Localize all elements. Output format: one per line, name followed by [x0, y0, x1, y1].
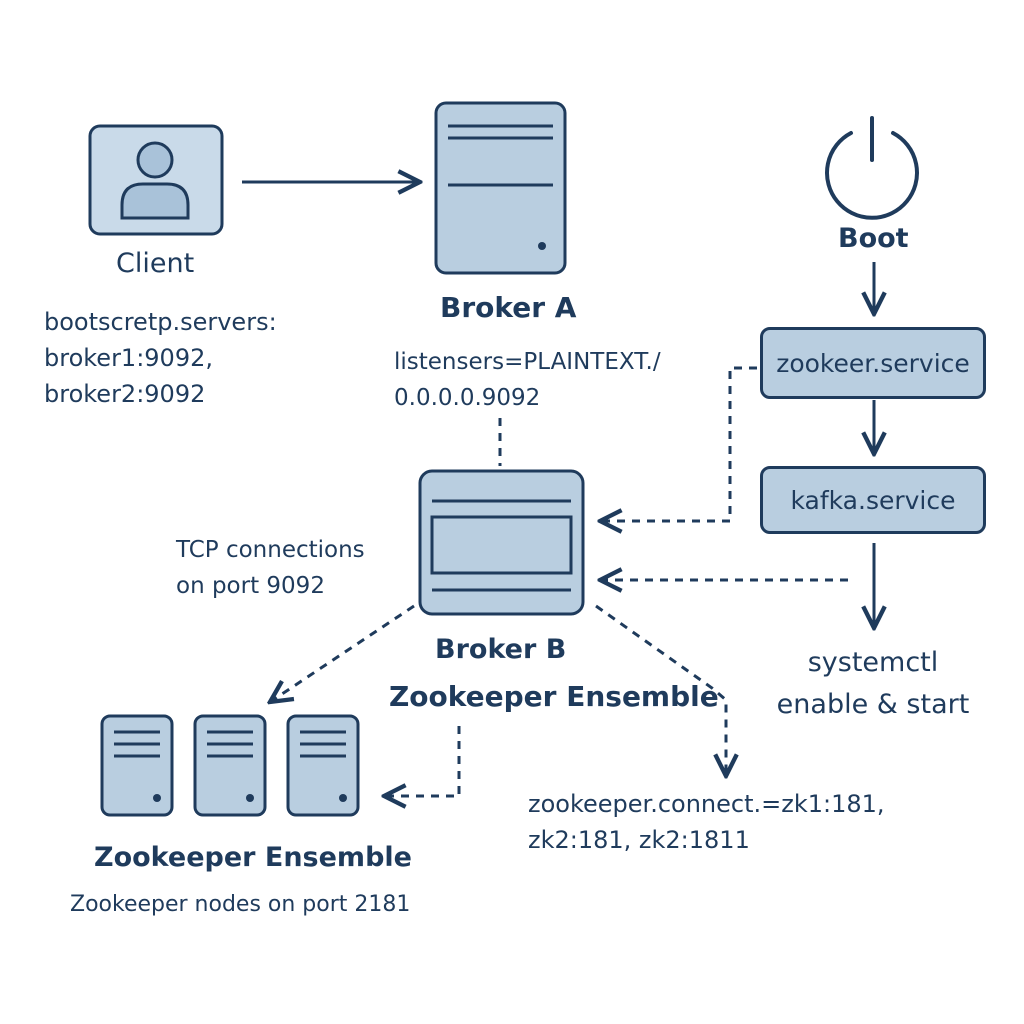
broker-a-label: Broker A [440, 291, 577, 324]
tcp-note-line: on port 9092 [176, 573, 325, 599]
kafka-service-box[interactable]: kafka.service [760, 466, 986, 534]
broker-b-to-zk-connect-link [595, 604, 726, 776]
broker-b-label: Broker B [435, 634, 567, 665]
broker-a-config: listensers=PLAINTEXT./ 0.0.0.0.9092 [394, 344, 661, 416]
systemctl-line: enable & start [776, 689, 970, 720]
power-icon[interactable] [825, 116, 919, 220]
zookeeper-nodes [100, 714, 360, 817]
broker-a-server-icon[interactable] [434, 101, 567, 275]
ensemble-to-nodes-link [384, 726, 461, 796]
zk-connect-config: zookeeper.connect.=zk1:181, zk2:181, zk2… [528, 786, 885, 858]
tcp-note-line: TCP connections [176, 537, 365, 563]
systemctl-line: systemctl [807, 647, 939, 678]
zookeeper-node-icon[interactable] [286, 714, 360, 817]
zk-connect-line: zookeeper.connect.=zk1:181, [528, 790, 885, 818]
zk-connect-line: zk2:181, zk2:1811 [528, 826, 750, 854]
client-config-line: bootscretp.servers: [44, 308, 277, 336]
systemctl-label: systemctl enable & start [768, 642, 978, 726]
zookeeper-node-icon[interactable] [100, 714, 174, 817]
zookeeper-node-icon[interactable] [193, 714, 267, 817]
zookeeper-service-label: zookeer.service [776, 348, 970, 378]
client-config-line: broker2:9092 [44, 380, 206, 408]
broker-b-server-icon[interactable] [418, 469, 585, 616]
broker-b-sublabel: Zookeeper Ensemble [389, 680, 719, 713]
client-icon[interactable] [88, 124, 224, 236]
zookeeper-nodes-note: Zookeeper nodes on port 2181 [70, 892, 411, 917]
client-config: bootscretp.servers: broker1:9092, broker… [44, 304, 277, 412]
tcp-note: TCP connections on port 9092 [176, 532, 365, 604]
zookeeper-ensemble-title: Zookeeper Ensemble [94, 842, 412, 873]
client-label: Client [116, 248, 195, 279]
kafka-service-label: kafka.service [790, 485, 956, 515]
broker-a-config-line: listensers=PLAINTEXT./ [394, 349, 661, 375]
zookeeper-service-box[interactable]: zookeer.service [760, 327, 986, 399]
client-config-line: broker1:9092, [44, 344, 213, 372]
zookeeper-service-to-broker-b-link [600, 366, 757, 521]
broker-a-config-line: 0.0.0.0.9092 [394, 385, 541, 411]
boot-label: Boot [838, 223, 909, 254]
